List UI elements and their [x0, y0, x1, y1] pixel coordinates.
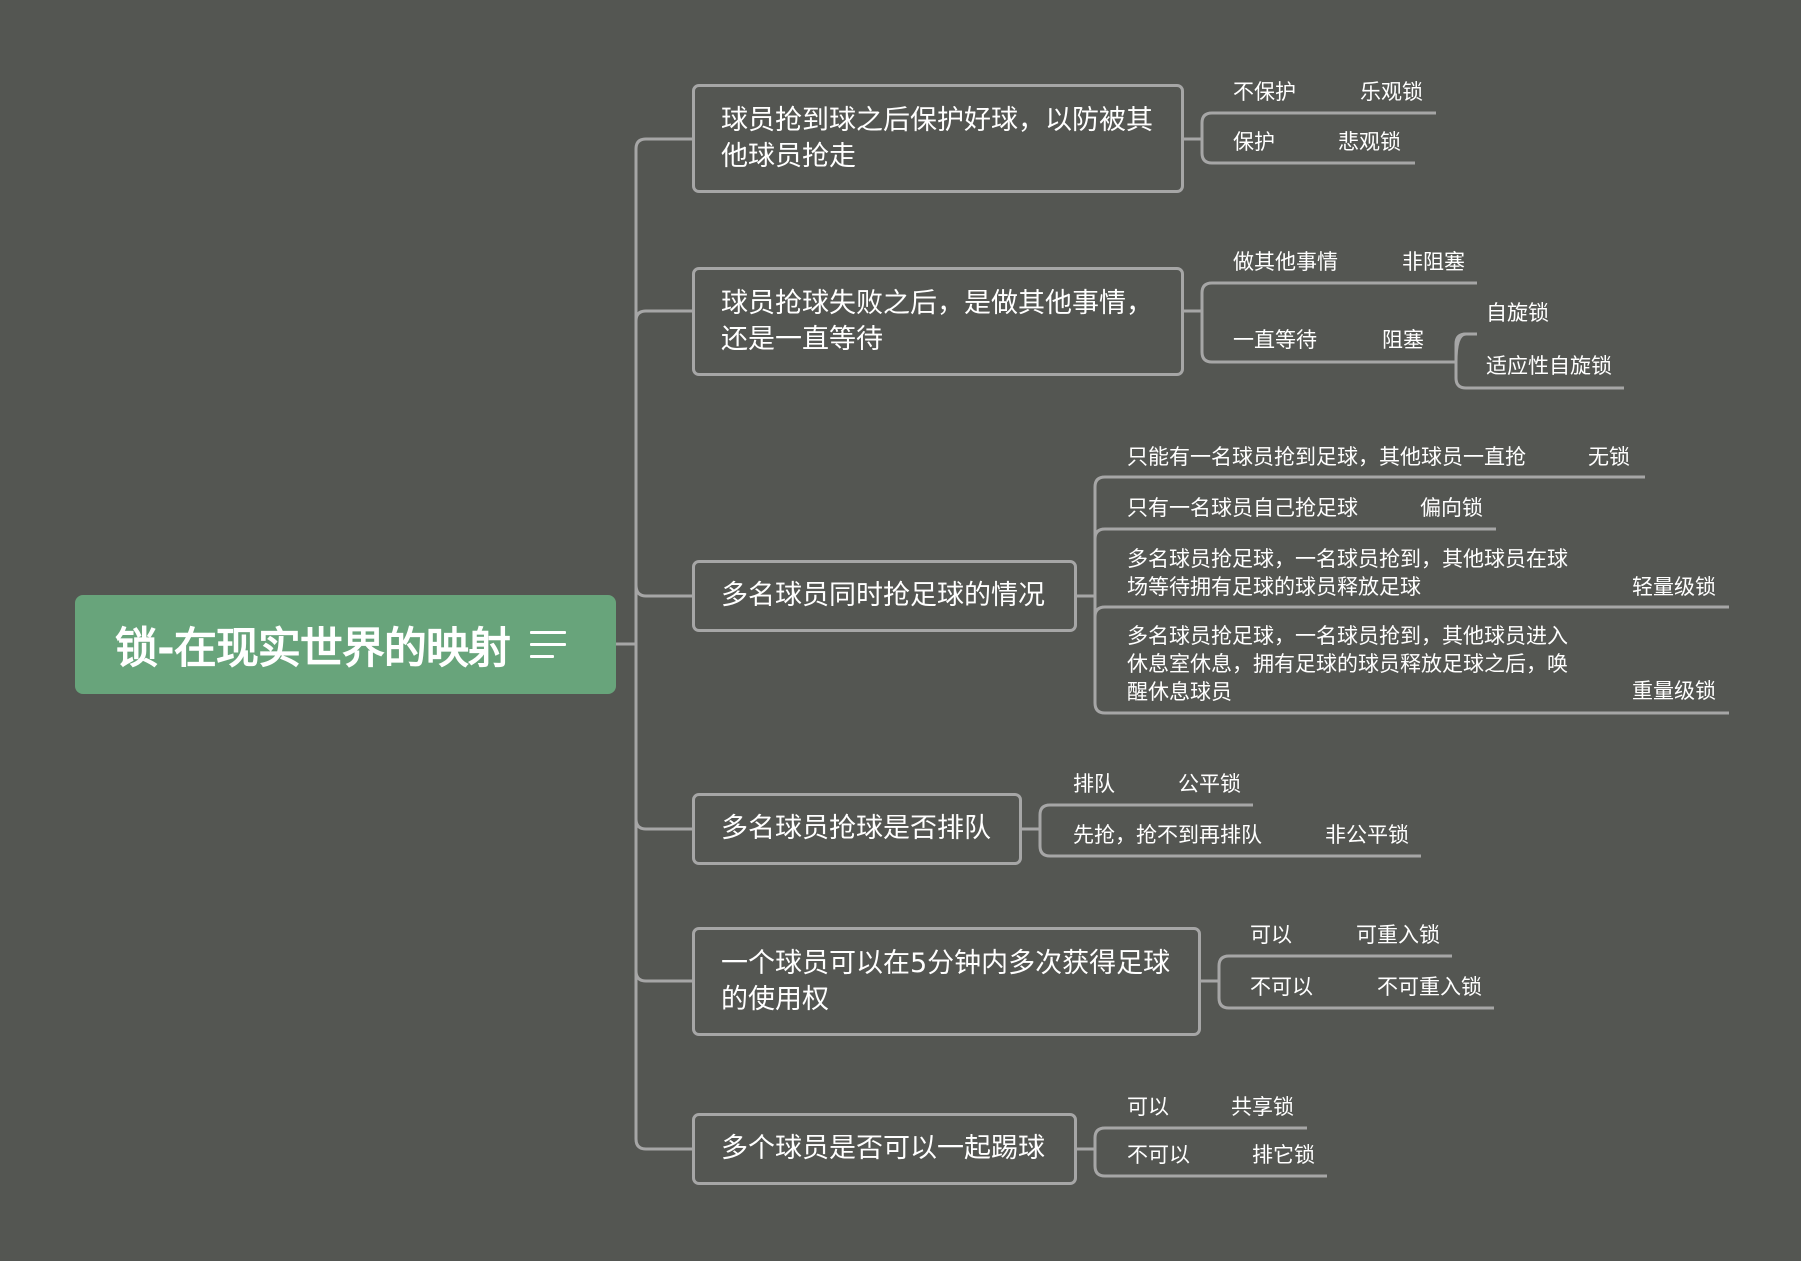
branch-text: 球员抢到球之后保护好球，以防被其他球员抢走 [721, 104, 1153, 172]
leaf-lock-type[interactable]: 悲观锁 [1338, 130, 1401, 154]
branch-node-queue[interactable]: 多名球员抢球是否排队 [692, 793, 1022, 865]
branch-text: 球员抢球失败之后，是做其他事情，还是一直等待 [721, 287, 1153, 355]
branch-text: 多名球员抢球是否排队 [721, 813, 991, 844]
leaf-sub-lock-type[interactable]: 自旋锁 [1486, 301, 1549, 325]
leaf-lock-type[interactable]: 阻塞 [1382, 328, 1424, 352]
leaf-condition[interactable]: 不可以 [1250, 975, 1313, 999]
notes-icon [529, 630, 566, 659]
branch-node-wait[interactable]: 球员抢球失败之后，是做其他事情，还是一直等待 [692, 267, 1184, 376]
leaf-condition[interactable]: 多名球员抢足球，一名球员抢到，其他球员进入休息室休息，拥有足球的球员释放足球之后… [1127, 624, 1568, 704]
branch-text: 多个球员是否可以一起踢球 [721, 1133, 1045, 1164]
leaf-lock-type[interactable]: 偏向锁 [1420, 496, 1483, 520]
leaf-condition[interactable]: 保护 [1233, 130, 1275, 154]
branch-text: 一个球员可以在5分钟内多次获得足球的使用权 [721, 947, 1171, 1015]
leaf-lock-type[interactable]: 无锁 [1588, 445, 1630, 469]
leaf-lock-type[interactable]: 非公平锁 [1325, 823, 1409, 847]
leaf-lock-type[interactable]: 公平锁 [1178, 772, 1241, 796]
branch-text: 多名球员同时抢足球的情况 [721, 580, 1045, 611]
leaf-condition[interactable]: 一直等待 [1233, 328, 1317, 352]
leaf-lock-type[interactable]: 排它锁 [1252, 1143, 1315, 1167]
leaf-lock-type[interactable]: 不可重入锁 [1377, 975, 1482, 999]
root-title: 锁-在现实世界的映射 [115, 623, 511, 674]
branch-node-concurrent[interactable]: 多名球员同时抢足球的情况 [692, 560, 1077, 632]
leaf-condition[interactable]: 只有一名球员自己抢足球 [1127, 496, 1358, 520]
leaf-condition[interactable]: 多名球员抢足球，一名球员抢到，其他球员在球场等待拥有足球的球员释放足球 [1127, 547, 1568, 599]
branch-node-share[interactable]: 多个球员是否可以一起踢球 [692, 1113, 1077, 1185]
leaf-condition[interactable]: 可以 [1250, 923, 1292, 947]
leaf-condition[interactable]: 先抢，抢不到再排队 [1073, 823, 1262, 847]
leaf-lock-type[interactable]: 乐观锁 [1360, 80, 1423, 104]
root-node[interactable]: 锁-在现实世界的映射 [75, 595, 616, 694]
leaf-condition[interactable]: 不保护 [1233, 80, 1296, 104]
leaf-condition[interactable]: 排队 [1073, 772, 1115, 796]
leaf-lock-type[interactable]: 可重入锁 [1356, 923, 1440, 947]
leaf-condition[interactable]: 做其他事情 [1233, 250, 1338, 274]
leaf-lock-type[interactable]: 轻量级锁 [1632, 575, 1716, 599]
leaf-condition[interactable]: 可以 [1127, 1095, 1169, 1119]
branch-node-protect[interactable]: 球员抢到球之后保护好球，以防被其他球员抢走 [692, 84, 1184, 193]
branch-node-reentrant[interactable]: 一个球员可以在5分钟内多次获得足球的使用权 [692, 927, 1201, 1036]
leaf-sub-lock-type[interactable]: 适应性自旋锁 [1486, 354, 1612, 378]
leaf-condition[interactable]: 不可以 [1127, 1143, 1190, 1167]
leaf-lock-type[interactable]: 非阻塞 [1402, 250, 1465, 274]
leaf-lock-type[interactable]: 共享锁 [1231, 1095, 1294, 1119]
leaf-condition[interactable]: 只能有一名球员抢到足球，其他球员一直抢 [1127, 445, 1526, 469]
leaf-lock-type[interactable]: 重量级锁 [1632, 679, 1716, 703]
